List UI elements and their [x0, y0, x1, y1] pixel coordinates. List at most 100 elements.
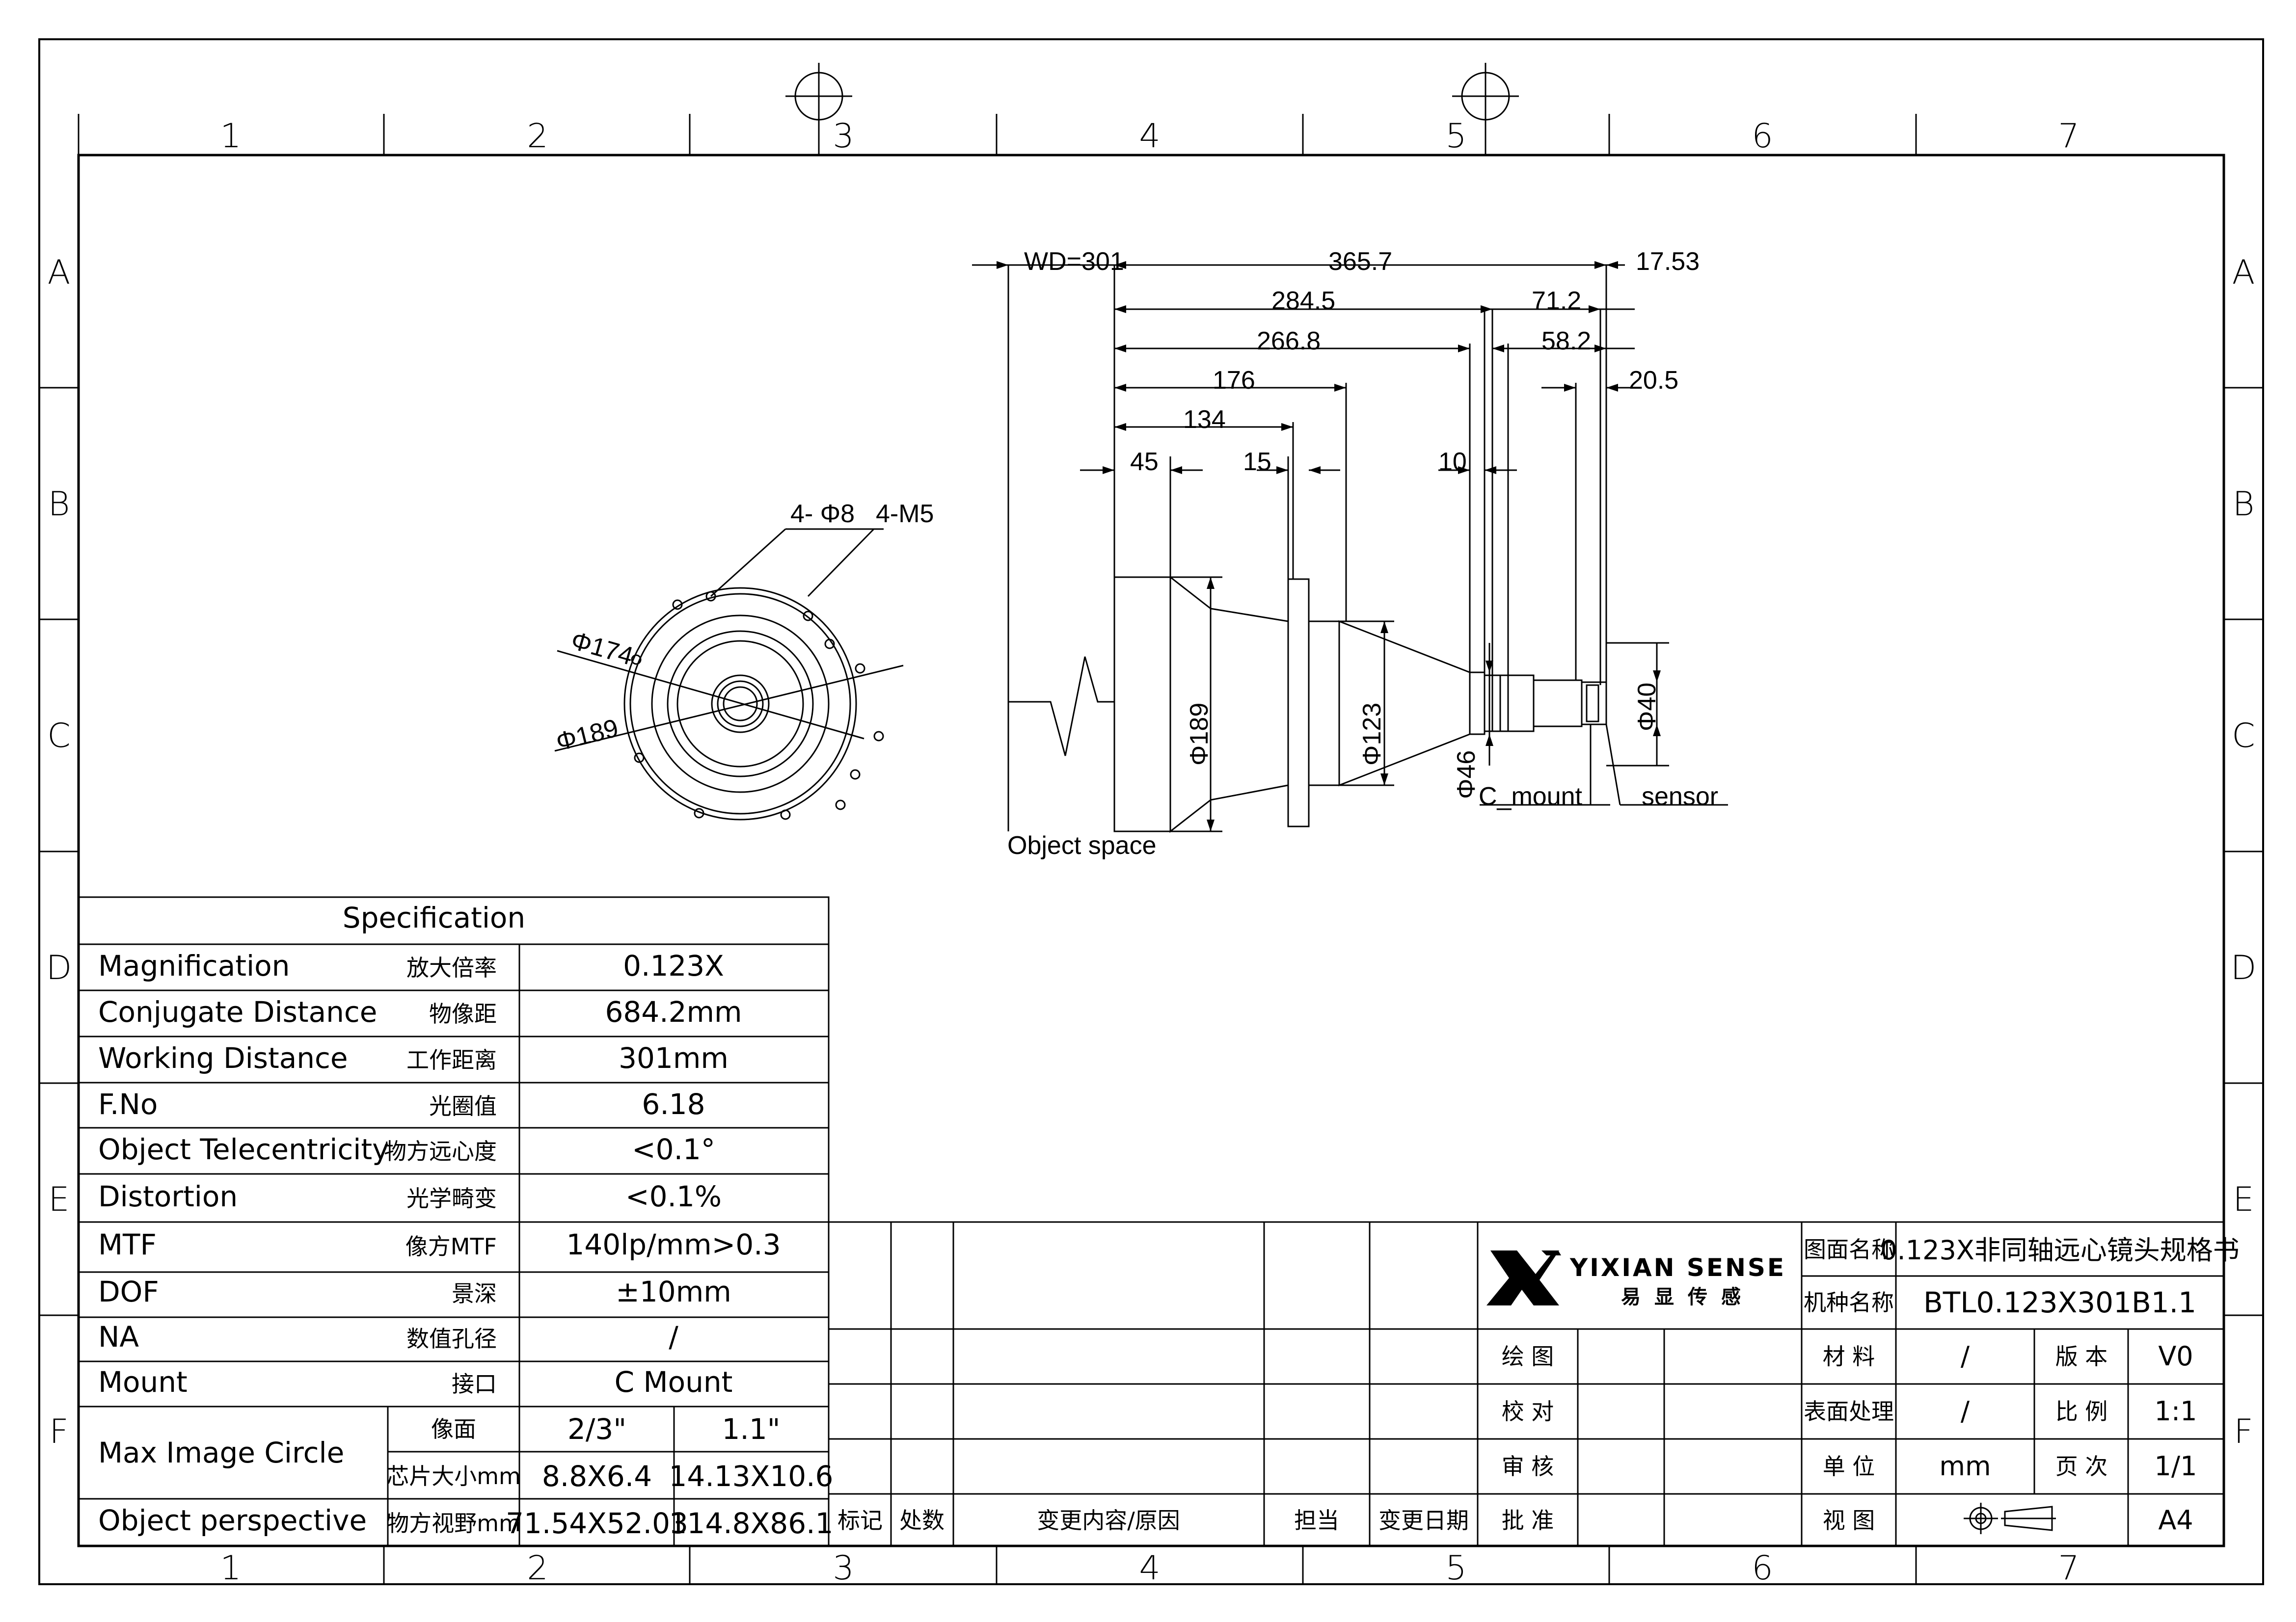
- front-view: [554, 528, 904, 821]
- spec-object-perspective-a: 71.54X52.03: [506, 1507, 688, 1540]
- revision-block: [829, 1221, 1479, 1546]
- revision-header-count: 处数: [899, 1507, 945, 1534]
- spec-param-value: 6.18: [642, 1088, 705, 1121]
- spec-param-en: Conjugate Distance: [98, 995, 377, 1029]
- view-label: 视 图: [1823, 1507, 1875, 1534]
- spec-param-en: Mount: [98, 1365, 188, 1399]
- label-object-space: Object space: [1007, 831, 1157, 860]
- drawing-name-label: 图面名称: [1804, 1236, 1894, 1263]
- scale-value: 1:1: [2155, 1396, 2197, 1427]
- dim-dia-123: Φ123: [1358, 703, 1386, 766]
- spec-param-en: Distortion: [98, 1180, 238, 1213]
- spec-param-value: 0.123X: [623, 949, 724, 983]
- spec-table: [78, 896, 830, 1547]
- logo-cn-1: 易: [1621, 1286, 1641, 1308]
- model-label: 机种名称: [1804, 1289, 1894, 1316]
- spec-param-cn: 工作距离: [406, 1047, 497, 1073]
- dim-total-length: 365.7: [1328, 247, 1392, 276]
- zone-col-top: 7: [2058, 117, 2079, 156]
- spec-param-en: Object Telecentricity: [98, 1133, 389, 1166]
- zone-col-top: 3: [833, 117, 854, 156]
- spec-image-plane-a: 2/3": [567, 1412, 626, 1446]
- thread-callout: 4-M5: [876, 500, 934, 528]
- logo-cn-4: 感: [1721, 1286, 1741, 1308]
- logo-cn-2: 显: [1654, 1286, 1674, 1308]
- centering-mark: [785, 63, 1519, 155]
- spec-param-en: F.No: [98, 1088, 158, 1121]
- logo-cn-3: 传: [1687, 1286, 1707, 1308]
- spec-param-cn: 光学畸变: [406, 1185, 497, 1212]
- dim-284-5: 284.5: [1271, 287, 1335, 315]
- dim-dia-46: Φ46: [1452, 750, 1481, 799]
- label-c-mount: C_mount: [1479, 782, 1583, 811]
- hole-callout: 4- Φ8: [790, 500, 855, 528]
- spec-param-value: 684.2mm: [605, 995, 742, 1029]
- surface-value: /: [1961, 1396, 1970, 1427]
- zone-col-top: 4: [1139, 117, 1160, 156]
- zone-row-left: A: [48, 253, 71, 292]
- dim-10: 10: [1438, 448, 1467, 476]
- spec-sensor-size-label: 芯片大小mm: [386, 1463, 521, 1489]
- page-value: 1/1: [2155, 1451, 2197, 1482]
- spec-param-cn: 光圈值: [429, 1093, 497, 1119]
- spec-param-value: <0.1%: [625, 1180, 722, 1213]
- unit-label: 单 位: [1823, 1453, 1875, 1480]
- inner-frame: [77, 154, 2225, 1547]
- zone-row-left: D: [46, 949, 72, 987]
- spec-param-cn: 接口: [452, 1371, 497, 1397]
- spec-param-cn: 像方MTF: [405, 1233, 497, 1260]
- signoff-draw: 绘 图: [1502, 1343, 1554, 1370]
- spec-image-plane-b: 1.1": [722, 1412, 781, 1446]
- zone-row-right: A: [2232, 253, 2255, 292]
- dim-266-8: 266.8: [1257, 327, 1321, 355]
- dim-58-2: 58.2: [1541, 327, 1591, 355]
- spec-param-value: ±10mm: [616, 1275, 731, 1308]
- zone-row-right: D: [2231, 949, 2256, 987]
- zone-col-bottom: 5: [1445, 1549, 1466, 1588]
- spec-param-en: MTF: [98, 1228, 157, 1261]
- drawing-name: 0.123X非同轴远心镜头规格书: [1880, 1235, 2240, 1266]
- spec-param-cn: 物像距: [429, 1001, 497, 1027]
- zone-row-right: B: [2233, 485, 2255, 524]
- zone-row-right: F: [2234, 1412, 2253, 1451]
- dim-working-distance: WD=301: [1024, 247, 1124, 276]
- dim-dia-40: Φ40: [1633, 683, 1661, 731]
- dim-20-5: 20.5: [1629, 366, 1678, 395]
- spec-param-value: C Mount: [615, 1365, 733, 1399]
- model-name: BTL0.123X301B1.1: [1923, 1286, 2196, 1319]
- zone-col-top: 1: [220, 117, 241, 156]
- zone-col-bottom: 3: [833, 1549, 854, 1588]
- revision-header-owner: 担当: [1294, 1507, 1339, 1534]
- zone-row-left: E: [49, 1180, 70, 1219]
- front-outer-diameter: Φ189: [553, 714, 621, 756]
- zone-col-top: 6: [1752, 117, 1773, 156]
- dim-dia-189: Φ189: [1185, 703, 1214, 766]
- zone-row-right: C: [2232, 717, 2255, 755]
- material-label: 材 料: [1823, 1343, 1875, 1370]
- spec-image-plane-label: 像面: [431, 1416, 476, 1442]
- dim-134: 134: [1183, 405, 1226, 434]
- spec-param-value: /: [669, 1320, 678, 1354]
- spec-param-value: 301mm: [619, 1041, 729, 1075]
- scale-label: 比 例: [2055, 1398, 2108, 1425]
- unit-value: mm: [1939, 1451, 1991, 1482]
- dim-71-2: 71.2: [1532, 287, 1581, 315]
- zone-row-left: B: [48, 485, 70, 524]
- spec-param-cn: 放大倍率: [406, 955, 497, 981]
- zone-col-bottom: 2: [527, 1549, 548, 1588]
- version-value: V0: [2158, 1341, 2193, 1372]
- spec-param-en: DOF: [98, 1275, 159, 1308]
- zone-row-left: C: [47, 717, 70, 755]
- company-logo: YIXIAN SENSE 易 显 传 感: [1486, 1250, 1784, 1308]
- dim-15: 15: [1243, 448, 1271, 476]
- dim-176: 176: [1213, 366, 1255, 395]
- dimension-arrows: [997, 261, 1661, 831]
- spec-param-value: 140lp/mm>0.3: [566, 1228, 781, 1261]
- spec-max-image-circle: Max Image Circle: [98, 1436, 344, 1469]
- zone-col-bottom: 1: [220, 1549, 241, 1588]
- spec-sensor-size-b: 14.13X10.6: [669, 1460, 834, 1493]
- side-view: [972, 264, 1728, 833]
- spec-param-cn: 数值孔径: [406, 1326, 497, 1352]
- spec-title: Specification: [343, 901, 525, 934]
